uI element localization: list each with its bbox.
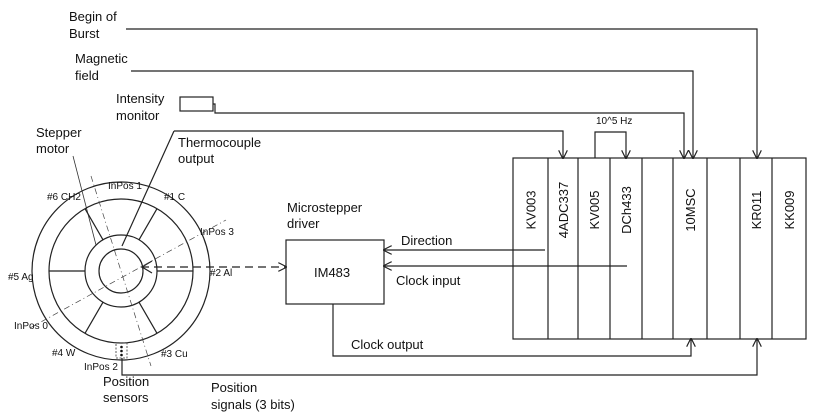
svg-text:sensors: sensors	[103, 390, 149, 405]
wheel-position-label: InPos 0	[14, 321, 48, 332]
intensity-monitor-wire	[213, 103, 684, 158]
svg-text:motor: motor	[36, 141, 70, 156]
wheel-target-label: #5 Ag	[8, 272, 34, 283]
svg-text:Microstepper: Microstepper	[287, 200, 363, 215]
magnetic-field-wire	[131, 70, 693, 158]
module-slot-kv003: KV003	[524, 190, 539, 229]
svg-text:KV003: KV003	[524, 190, 539, 229]
svg-text:Position: Position	[211, 380, 257, 395]
svg-text:Stepper: Stepper	[36, 125, 82, 140]
wheel-target-label: #3 Cu	[161, 349, 188, 360]
module-slot-kr011: KR011	[749, 191, 764, 230]
direction-label: Direction	[401, 233, 452, 248]
position-sensor-block	[115, 342, 128, 359]
svg-text:10MSC: 10MSC	[683, 188, 698, 231]
svg-text:Intensity: Intensity	[116, 91, 165, 106]
svg-text:Begin of: Begin of	[69, 9, 117, 24]
begin-of-burst-wire	[126, 28, 757, 158]
svg-text:KK009: KK009	[782, 190, 797, 229]
svg-text:KV005: KV005	[587, 190, 602, 229]
im483-driver-box	[285, 239, 385, 305]
svg-text:output: output	[178, 151, 215, 166]
svg-text:signals (3 bits): signals (3 bits)	[211, 397, 295, 412]
module-slot-kk009: KK009	[782, 190, 797, 229]
frequency-label: 10^5 Hz	[596, 116, 632, 127]
svg-text:DCh433: DCh433	[619, 186, 634, 234]
wheel-target-label: #4 W	[52, 348, 76, 359]
wheel-target-label: #1 C	[164, 192, 185, 203]
svg-text:Magnetic: Magnetic	[75, 51, 128, 66]
svg-text:Thermocouple: Thermocouple	[178, 135, 261, 150]
thermocouple-probe	[121, 130, 175, 247]
wheel-target-label: #6 CH2	[47, 192, 81, 203]
thermocouple-wire	[174, 130, 563, 158]
clock-input-label: Clock input	[396, 273, 461, 288]
module-slot-10msc: 10MSC	[683, 188, 698, 231]
begin-of-burst-label: Begin of Burst	[69, 9, 117, 41]
target-wheel	[29, 175, 227, 367]
position-signals-label: Position signals (3 bits)	[211, 380, 295, 412]
frequency-loop-wire	[594, 131, 626, 158]
svg-text:driver: driver	[287, 216, 320, 231]
svg-text:Burst: Burst	[69, 26, 100, 41]
stepper-motor-pointer	[72, 155, 97, 246]
position-signals-wire	[121, 339, 757, 376]
thermocouple-output-label: Thermocouple output	[178, 135, 261, 166]
clock-output-wire	[332, 304, 691, 357]
wheel-target-label: #2 Al	[210, 268, 232, 279]
wheel-position-label: InPos 1	[108, 181, 142, 192]
position-sensors-label: Position sensors	[103, 374, 149, 405]
svg-text:KR011: KR011	[749, 191, 764, 230]
svg-text:4ADC337: 4ADC337	[556, 182, 571, 238]
module-crate: KV003 4ADC337 KV005 DCh433 10MSC KR011 KK009	[512, 157, 807, 340]
module-slot-dch433: DCh433	[619, 186, 634, 234]
wheel-position-label: InPos 3	[200, 227, 234, 238]
svg-text:monitor: monitor	[116, 108, 160, 123]
microstepper-label: Microstepper driver	[287, 200, 363, 231]
module-slot-kv005: KV005	[587, 190, 602, 229]
stepper-motor-label: Stepper motor	[36, 125, 82, 156]
intensity-monitor-box	[179, 96, 214, 112]
clock-output-label: Clock output	[351, 337, 424, 352]
magnetic-field-label: Magnetic field	[75, 51, 128, 83]
svg-text:Position: Position	[103, 374, 149, 389]
intensity-monitor-label: Intensity monitor	[116, 91, 165, 123]
module-slot-4adc337: 4ADC337	[556, 182, 571, 238]
svg-text:field: field	[75, 68, 99, 83]
wheel-position-label: InPos 2	[84, 362, 118, 373]
im483-driver-name: IM483	[314, 265, 350, 280]
